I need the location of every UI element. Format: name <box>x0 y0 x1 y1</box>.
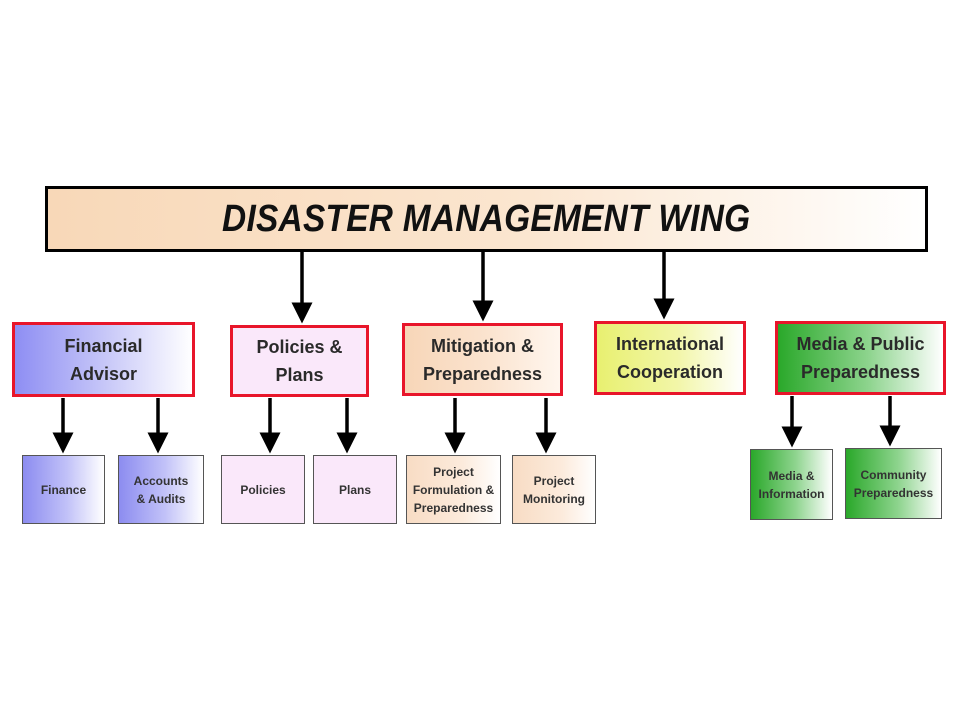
unit-label: Project Formulation & Preparedness <box>412 464 495 515</box>
unit-label: Community Preparedness <box>853 467 934 500</box>
dept-financial-advisor: Financial Advisor <box>12 322 195 397</box>
unit-project-monitoring: Project Monitoring <box>512 455 596 524</box>
dept-mitigation-preparedness: Mitigation & Preparedness <box>402 323 563 396</box>
unit-label: Accounts & Audits <box>133 473 189 506</box>
unit-media-information: Media & Information <box>750 449 833 520</box>
dept-label: Mitigation & Preparedness <box>422 335 543 384</box>
dept-label: International Cooperation <box>615 334 724 382</box>
unit-accounts-audits: Accounts & Audits <box>118 455 204 524</box>
page-title: DISASTER MANAGEMENT WING <box>222 197 751 240</box>
dept-policies-plans: Policies & Plans <box>230 325 369 397</box>
unit-plans: Plans <box>313 455 397 524</box>
unit-policies: Policies <box>221 455 305 524</box>
unit-project-formulation: Project Formulation & Preparedness <box>406 455 501 524</box>
title-box: DISASTER MANAGEMENT WING <box>45 186 928 252</box>
unit-label: Policies <box>240 482 286 497</box>
dept-label: Media & Public Preparedness <box>796 334 925 382</box>
unit-finance: Finance <box>22 455 105 524</box>
unit-label: Plans <box>338 482 371 497</box>
unit-community-preparedness: Community Preparedness <box>845 448 942 519</box>
unit-label: Media & Information <box>758 468 825 501</box>
dept-international-cooperation: International Cooperation <box>594 321 746 395</box>
unit-label: Project Monitoring <box>523 473 585 506</box>
unit-label: Finance <box>40 482 87 497</box>
dept-label: Policies & Plans <box>256 337 343 385</box>
dept-media-public-preparedness: Media & Public Preparedness <box>775 321 946 395</box>
dept-label: Financial Advisor <box>64 335 143 384</box>
